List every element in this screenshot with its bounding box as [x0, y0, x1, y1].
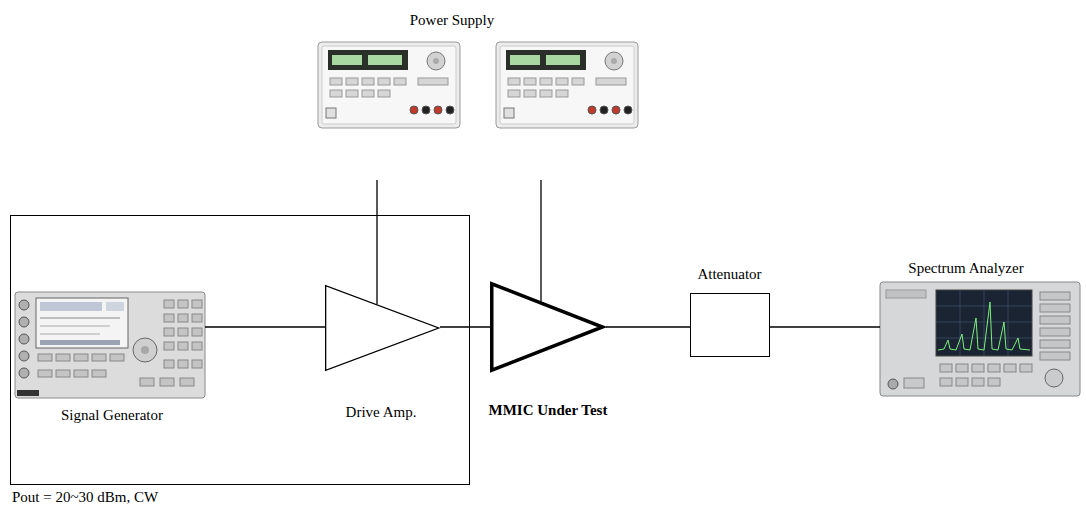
illustration-detail: [192, 314, 202, 322]
source-enclosure: Pout = 20~30 dBm, CWSignal GeneratorDriv…: [10, 215, 470, 485]
signal-generator-image: [15, 292, 205, 398]
illustration-detail: [74, 354, 88, 361]
illustration-detail: [936, 290, 1032, 356]
illustration-detail: [938, 302, 1030, 350]
illustration-detail: [1040, 316, 1070, 324]
illustration-detail: [1004, 364, 1016, 372]
illustration-detail: [15, 292, 205, 398]
illustration-detail: [956, 364, 968, 372]
connector-line: [376, 180, 377, 304]
triangle-outline: [326, 286, 439, 371]
spectrum-analyzer-image: [880, 282, 1080, 396]
illustration-detail: [40, 318, 120, 319]
illustration-detail: [19, 300, 29, 310]
connector-line: [205, 326, 325, 327]
illustration-detail: [1020, 364, 1032, 372]
illustration-detail: [164, 314, 174, 322]
illustration-detail: [164, 360, 174, 368]
illustration-detail: [40, 326, 110, 327]
illustration-detail: [178, 342, 188, 350]
illustration-detail: [56, 370, 70, 377]
mmic-amplifier: MMIC Under Test: [490, 282, 606, 372]
illustration-detail: [1040, 304, 1070, 312]
signal-generator: Signal Generator: [15, 292, 205, 398]
illustration-detail: [92, 370, 106, 377]
illustration-detail: [164, 328, 174, 336]
illustration-detail: [164, 342, 174, 350]
illustration-detail: [1040, 328, 1070, 336]
node-label: MMIC Under Test: [489, 402, 608, 419]
illustration-detail: [192, 342, 202, 350]
illustration-detail: [141, 346, 149, 354]
connector-line: [540, 180, 541, 302]
illustration-detail: [178, 314, 188, 322]
power-supply-group: Power Supply: [315, 8, 645, 180]
connector-line: [606, 326, 690, 327]
illustration-detail: [38, 370, 52, 377]
illustration-detail: [19, 368, 29, 378]
illustration-detail: [160, 378, 174, 386]
illustration-detail: [1008, 290, 1009, 356]
illustration-detail: [19, 334, 29, 344]
illustration-detail: [56, 354, 70, 361]
illustration-detail: [164, 300, 174, 308]
node-label: Signal Generator: [61, 407, 163, 424]
illustration-detail: [192, 360, 202, 368]
illustration-detail: [956, 378, 968, 386]
drive-amplifier: Drive Amp.: [325, 285, 440, 371]
illustration-detail: [972, 364, 984, 372]
illustration-detail: [19, 351, 29, 361]
illustration-detail: [140, 378, 154, 386]
illustration-detail: [110, 354, 124, 361]
illustration-detail: [178, 360, 188, 368]
illustration-detail: [92, 354, 106, 361]
illustration-detail: [940, 364, 952, 372]
illustration-detail: [960, 290, 961, 356]
amplifier-triangle: [325, 285, 440, 371]
illustration-detail: [904, 378, 924, 388]
node-label: Drive Amp.: [346, 404, 417, 421]
illustration-detail: [40, 302, 102, 311]
illustration-detail: [886, 290, 926, 298]
illustration-detail: [178, 328, 188, 336]
illustration-detail: [133, 338, 157, 362]
illustration-detail: [1040, 352, 1070, 360]
node-label: Attenuator: [697, 266, 761, 283]
power-supply-2: [496, 42, 638, 128]
connector-line: [770, 326, 880, 327]
attenuator-box: Attenuator: [690, 293, 770, 357]
illustration-detail: [1040, 340, 1070, 348]
connector-line: [440, 326, 490, 327]
illustration-detail: [1045, 369, 1063, 387]
amplifier-triangle: [490, 282, 606, 372]
illustration-detail: [940, 378, 952, 386]
illustration-detail: [17, 390, 39, 396]
power-supply-1: [318, 42, 460, 128]
illustration-detail: [178, 300, 188, 308]
triangle-outline: [492, 284, 603, 371]
illustration-detail: [38, 354, 52, 361]
illustration-detail: [1040, 292, 1070, 300]
node-label: Power Supply: [410, 12, 495, 29]
spectrum-analyzer: Spectrum Analyzer: [880, 282, 1080, 396]
illustration-detail: [888, 379, 898, 389]
illustration-detail: [19, 317, 29, 327]
illustration-detail: [40, 334, 100, 335]
illustration-detail: [40, 340, 120, 345]
illustration-detail: [988, 378, 1000, 386]
illustration-detail: [180, 378, 194, 386]
illustration-detail: [36, 298, 128, 348]
node-label: Spectrum Analyzer: [908, 260, 1023, 277]
illustration-detail: [972, 378, 984, 386]
illustration-detail: [74, 370, 88, 377]
illustration-detail: [988, 364, 1000, 372]
node-label: Pout = 20~30 dBm, CW: [12, 489, 158, 506]
illustration-detail: [880, 282, 1080, 396]
illustration-detail: [192, 328, 202, 336]
illustration-detail: [106, 302, 124, 311]
illustration-detail: [192, 300, 202, 308]
